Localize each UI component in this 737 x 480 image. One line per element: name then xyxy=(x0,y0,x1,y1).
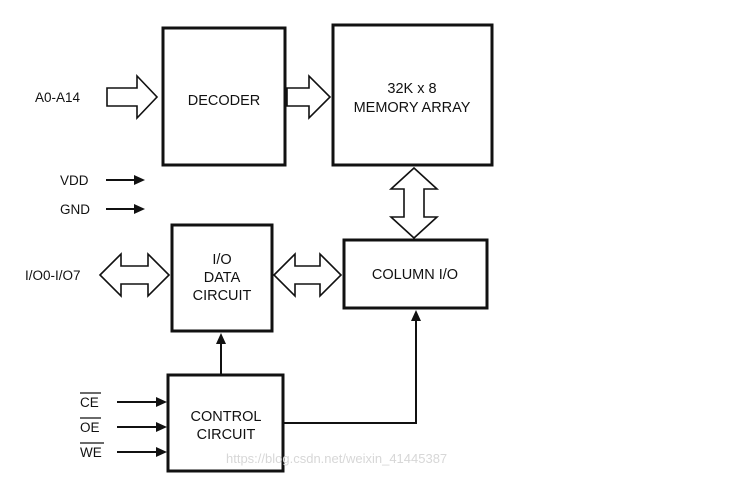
data-io-pin-label: I/O0-I/O7 xyxy=(25,268,81,283)
address-bus-arrow xyxy=(106,74,159,120)
decoder-label: DECODER xyxy=(188,93,261,109)
control-to-column-arrow xyxy=(284,310,421,424)
control-circuit-label-line2: CIRCUIT xyxy=(197,427,256,443)
we-pin-label: WE xyxy=(80,445,102,460)
memory-column-bus-arrow xyxy=(388,166,440,240)
address-pin-label: A0-A14 xyxy=(35,90,81,105)
ce-pin-label: CE xyxy=(80,395,99,410)
vdd-pin-arrow xyxy=(106,175,145,185)
memory-array-size-label: 32K x 8 xyxy=(387,81,436,97)
oe-input-arrow xyxy=(117,422,167,432)
io-column-bus-arrow xyxy=(272,252,343,298)
oe-pin-label: OE xyxy=(80,420,100,435)
data-io-bus-arrow xyxy=(98,252,171,298)
io-data-label-line3: CIRCUIT xyxy=(193,288,252,304)
vdd-pin-label: VDD xyxy=(60,173,89,188)
column-io-label: COLUMN I/O xyxy=(372,267,458,283)
memory-array-block: 32K x 8 MEMORY ARRAY xyxy=(331,23,494,167)
column-io-block: COLUMN I/O xyxy=(342,238,489,310)
control-circuit-block: CONTROL CIRCUIT xyxy=(166,373,285,473)
io-data-label-line2: DATA xyxy=(204,270,241,286)
gnd-pin-arrow xyxy=(106,204,145,214)
io-data-circuit-block: I/O DATA CIRCUIT xyxy=(170,223,274,333)
watermark-text: https://blog.csdn.net/weixin_41445387 xyxy=(226,451,447,466)
decoder-block: DECODER xyxy=(161,26,287,167)
gnd-pin-label: GND xyxy=(60,202,90,217)
we-input-arrow xyxy=(117,447,167,457)
io-data-label-line1: I/O xyxy=(212,252,231,268)
control-to-io-arrow xyxy=(216,333,226,374)
control-circuit-label-line1: CONTROL xyxy=(191,409,262,425)
decoder-to-memory-bus-arrow xyxy=(286,74,332,120)
ce-input-arrow xyxy=(117,397,167,407)
memory-array-label: MEMORY ARRAY xyxy=(354,100,471,116)
